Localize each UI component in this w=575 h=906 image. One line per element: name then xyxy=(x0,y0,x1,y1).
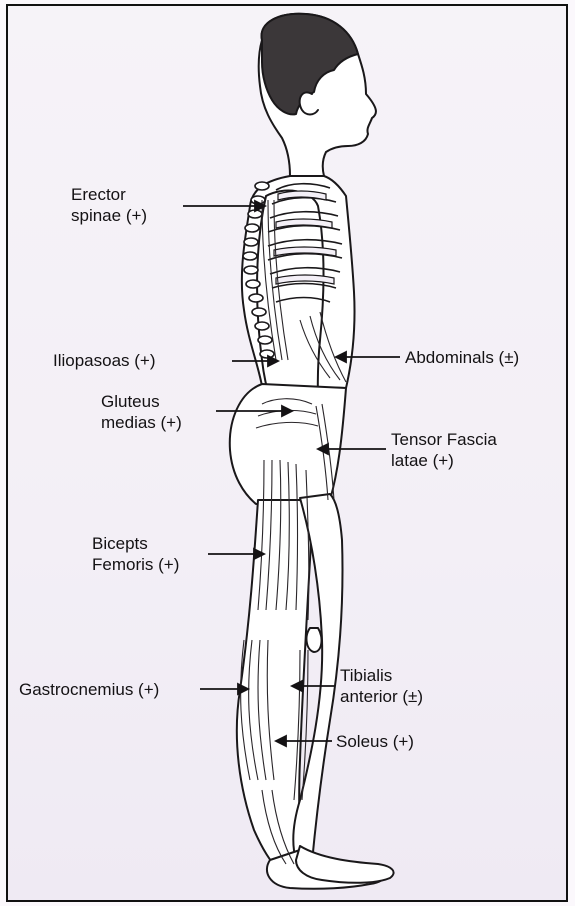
label-soleus: Soleus (+) xyxy=(336,731,414,752)
label-abdominals: Abdominals (±) xyxy=(405,347,519,368)
label-tensor-fascia-latae: Tensor Fascia latae (+) xyxy=(391,429,497,471)
front-foot xyxy=(296,846,394,883)
label-erector-spinae: Erector spinae (+) xyxy=(71,184,147,226)
label-tibialis-anterior: Tibialis anterior (±) xyxy=(340,665,423,707)
label-iliopsoas: Iliopasoas (+) xyxy=(53,350,156,371)
knee-cap xyxy=(307,628,322,652)
label-biceps-femoris: Bicepts Femoris (+) xyxy=(92,533,179,575)
label-gluteus-medias: Gluteus medias (+) xyxy=(101,391,182,433)
label-gastrocnemius: Gastrocnemius (+) xyxy=(19,679,159,700)
